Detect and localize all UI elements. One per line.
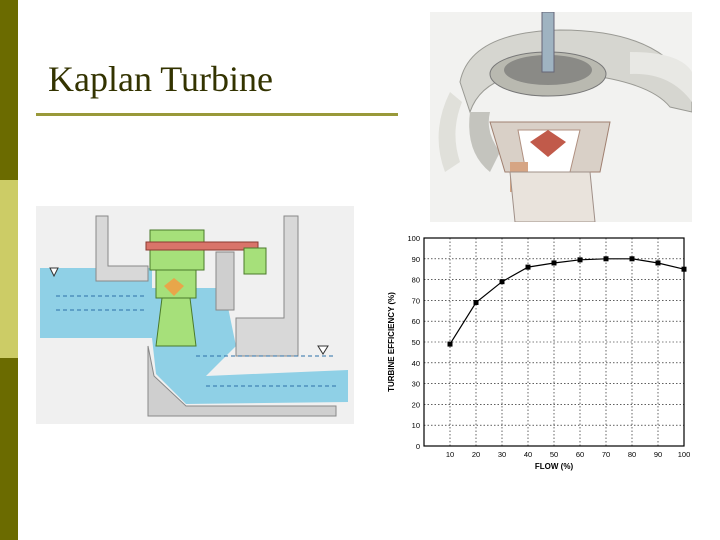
sidebar-dark-segment <box>0 0 18 180</box>
x-tick-label: 100 <box>678 450 690 459</box>
y-tick-label: 0 <box>416 442 420 451</box>
sidebar-stripe <box>0 0 18 540</box>
plot-frame <box>423 237 685 447</box>
y-tick-label: 10 <box>412 421 420 430</box>
data-point <box>603 256 609 262</box>
y-tick-label: 60 <box>412 317 420 326</box>
y-tick-label: 90 <box>412 255 420 264</box>
x-tick-label: 50 <box>550 450 558 459</box>
sidebar-dark-segment <box>0 358 18 540</box>
efficiency-chart: 0 10 20 30 40 50 60 70 80 90 100 10 20 30 40 50 60 70 80 90… <box>380 226 690 476</box>
x-tick-label: 90 <box>654 450 662 459</box>
data-point <box>655 260 661 266</box>
y-axis-label: TURBINE EFFICIENCY (%) <box>387 292 396 392</box>
kaplan-turbine-cross-section <box>36 206 354 424</box>
kaplan-turbine-cutaway-photo <box>430 12 692 222</box>
sidebar-light-segment <box>0 180 18 358</box>
x-tick-label: 20 <box>472 450 480 459</box>
chart-points <box>447 256 687 347</box>
x-tick-label: 80 <box>628 450 636 459</box>
data-point <box>499 279 505 285</box>
data-point <box>577 257 583 263</box>
data-point <box>473 299 479 305</box>
x-tick-label: 10 <box>446 450 454 459</box>
data-point <box>525 264 531 270</box>
y-tick-label: 100 <box>407 234 420 243</box>
chart-ticks: 0 10 20 30 40 50 60 70 80 90 100 10 20 30 40 50 60 70 80 90… <box>407 234 690 459</box>
y-tick-label: 30 <box>412 380 420 389</box>
y-tick-label: 40 <box>412 359 420 368</box>
x-tick-label: 70 <box>602 450 610 459</box>
x-axis-label: FLOW (%) <box>535 462 574 471</box>
y-tick-label: 70 <box>412 296 420 305</box>
x-tick-label: 60 <box>576 450 584 459</box>
series-line <box>449 258 685 345</box>
y-tick-label: 80 <box>412 276 420 285</box>
data-point <box>629 256 635 262</box>
data-point <box>447 341 453 347</box>
x-tick-label: 40 <box>524 450 532 459</box>
data-point <box>681 266 687 272</box>
data-point <box>551 260 557 266</box>
y-tick-label: 20 <box>412 400 420 409</box>
x-tick-label: 30 <box>498 450 506 459</box>
y-tick-label: 50 <box>412 338 420 347</box>
title-underline <box>36 113 398 116</box>
slide-title: Kaplan Turbine <box>48 59 273 99</box>
